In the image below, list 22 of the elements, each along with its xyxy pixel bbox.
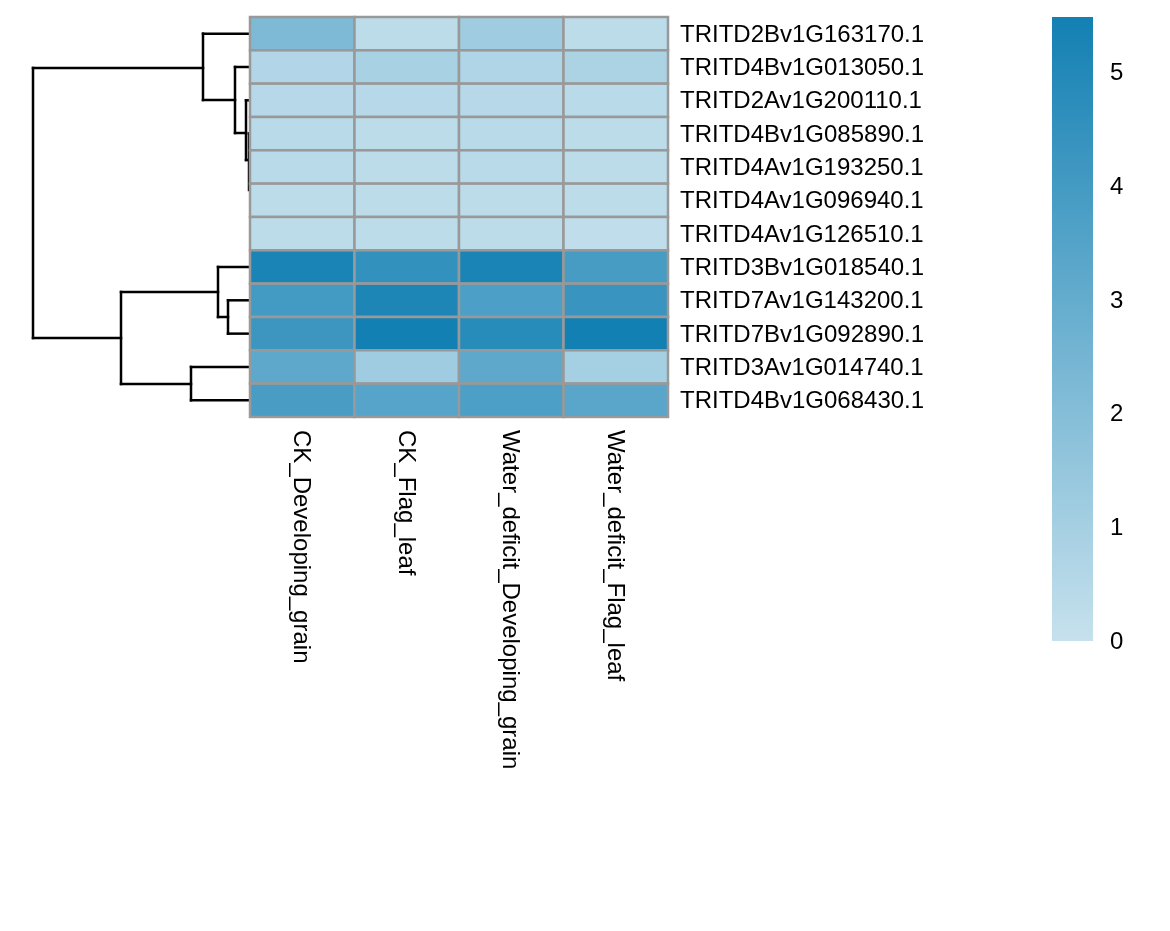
row-label: TRITD2Av1G200110.1 [680, 88, 922, 113]
scale-tick-label: 1 [1110, 515, 1124, 540]
row-label: TRITD3Av1G014740.1 [680, 354, 924, 379]
scale-tick-label: 5 [1110, 60, 1124, 84]
row-label: TRITD2Bv1G163170.1 [680, 21, 925, 46]
column-label: CK_Developing_grain [290, 430, 315, 664]
column-label: Water_deficit_Developing_grain [499, 430, 524, 770]
row-label: TRITD4Av1G126510.1 [680, 221, 924, 246]
scale-tick-label: 2 [1110, 401, 1124, 426]
row-label: TRITD4Bv1G085890.1 [680, 121, 925, 146]
scale-tick-label: 3 [1110, 287, 1124, 312]
scale-tick-label: 4 [1110, 173, 1124, 198]
row-label: TRITD7Av1G143200.1 [680, 288, 924, 313]
scale-tick-label: 0 [1110, 629, 1124, 653]
column-label: Water_deficit_Flag_leaf [603, 430, 628, 682]
row-label: TRITD7Bv1G092890.1 [680, 321, 925, 346]
row-label: TRITD4Bv1G013050.1 [680, 55, 925, 79]
row-label: TRITD4Av1G096940.1 [680, 188, 924, 213]
column-label: CK_Flag_leaf [394, 430, 419, 576]
row-label: TRITD4Bv1G068430.1 [680, 388, 925, 413]
row-label: TRITD3Bv1G018540.1 [680, 254, 925, 279]
row-label: TRITD4Av1G193250.1 [680, 155, 924, 179]
